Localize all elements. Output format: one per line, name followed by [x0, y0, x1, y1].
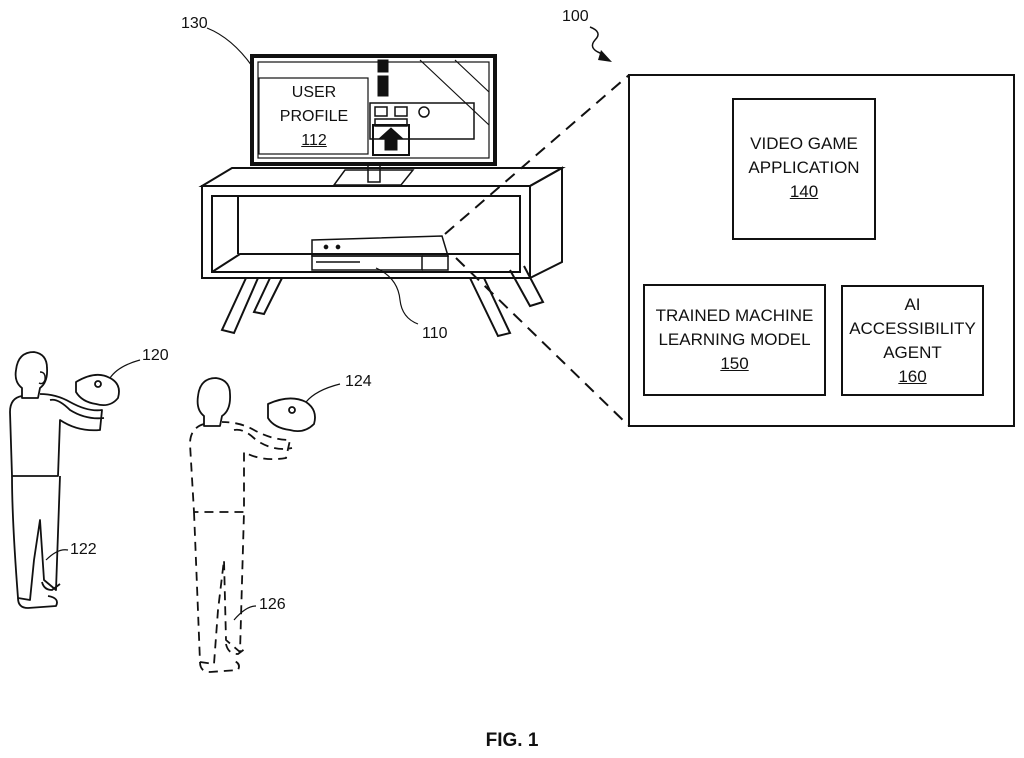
- user-2-controller-button: [289, 407, 295, 413]
- user-profile-line2: PROFILE: [262, 105, 366, 129]
- stand-front: [202, 186, 530, 278]
- user-2-hands: [268, 398, 315, 431]
- video-game-line2: APPLICATION: [735, 156, 873, 180]
- tv-stand: [202, 168, 562, 336]
- label-user-1: 122: [70, 542, 97, 558]
- stand-opening: [212, 196, 520, 272]
- user-1-arm-front: [50, 400, 104, 419]
- ml-model-line2: LEARNING MODEL: [646, 328, 823, 352]
- video-game-number: 140: [735, 180, 873, 204]
- stand-inner-corner: [212, 196, 238, 254]
- display-leader: [207, 28, 252, 66]
- stand-leg-front-left: [222, 278, 258, 333]
- user-1-legs: [12, 476, 60, 600]
- zoom-line-top: [445, 75, 629, 234]
- ai-accessibility-agent-text: AI ACCESSIBILITY AGENT 160: [844, 293, 981, 389]
- console-body: [312, 256, 422, 270]
- stand-side: [530, 168, 562, 278]
- label-system: 100: [562, 9, 589, 25]
- user-1-figure: [10, 352, 140, 608]
- game-hud-button-2: [395, 107, 407, 116]
- user-2-shoes: [200, 644, 246, 672]
- ml-model-line1: TRAINED MACHINE: [646, 304, 823, 328]
- label-user-2: 126: [259, 597, 286, 613]
- screen-glare: [420, 60, 489, 125]
- controller-124-leader: [306, 384, 340, 402]
- video-game-line1: VIDEO GAME: [735, 132, 873, 156]
- user-1-hands: [76, 375, 119, 405]
- user-2-head: [198, 378, 231, 426]
- display-neck: [368, 164, 380, 182]
- ai-agent-line3: AGENT: [844, 341, 981, 365]
- user-2-torso: [190, 422, 290, 512]
- label-controller-2: 124: [345, 374, 372, 390]
- ai-agent-line2: ACCESSIBILITY: [844, 317, 981, 341]
- user-1-shoes: [18, 582, 60, 608]
- stand-leg-back-left: [254, 278, 282, 314]
- zoom-line-bottom: [456, 258, 629, 426]
- user-126-leader: [234, 606, 256, 620]
- user-2-legs: [194, 512, 244, 664]
- trained-ml-model-text: TRAINED MACHINE LEARNING MODEL 150: [646, 304, 823, 376]
- game-hud-bar-2: [378, 76, 388, 96]
- ml-model-number: 150: [646, 352, 823, 376]
- console-leader: [376, 268, 418, 324]
- user-1-torso: [10, 394, 102, 476]
- controller-120-leader: [110, 360, 140, 378]
- label-controller-1: 120: [142, 348, 169, 364]
- game-console: [312, 236, 448, 324]
- user-2-figure: [190, 378, 340, 672]
- video-game-application-text: VIDEO GAME APPLICATION 140: [735, 132, 873, 204]
- console-led-2: [336, 245, 339, 248]
- user-1-ear: [39, 372, 45, 384]
- label-display: 130: [181, 16, 208, 32]
- stand-leg-front-right: [470, 278, 510, 336]
- system-arrowhead: [598, 50, 612, 62]
- user-profile-line1: USER: [262, 81, 366, 105]
- user-profile-number: 112: [262, 129, 366, 153]
- ai-agent-number: 160: [844, 365, 981, 389]
- user-1-head: [16, 352, 48, 398]
- game-hud-button-1: [375, 107, 387, 116]
- game-hud-bar: [378, 60, 388, 72]
- user-profile-text: USER PROFILE 112: [262, 81, 366, 153]
- game-hud-knob: [419, 107, 429, 117]
- console-side: [422, 256, 448, 270]
- console-led-1: [324, 245, 327, 248]
- label-console: 110: [422, 326, 448, 342]
- figure-caption: FIG. 1: [0, 730, 1024, 752]
- ai-agent-line1: AI: [844, 293, 981, 317]
- user-1-controller-button: [95, 381, 101, 387]
